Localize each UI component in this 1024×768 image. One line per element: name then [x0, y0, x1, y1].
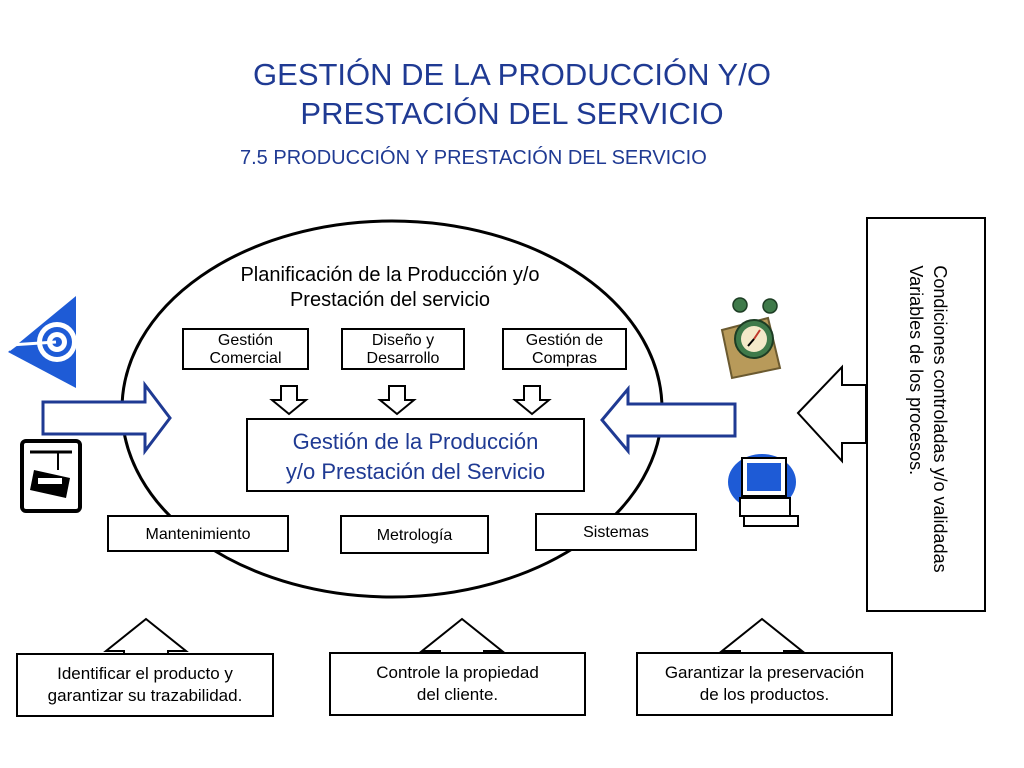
- bottom-box-propiedad-line1: Controle la propiedad: [376, 663, 539, 682]
- planning-heading-line2: Prestación del servicio: [289, 289, 491, 311]
- input-box-compras-line1: Gestión de: [525, 332, 604, 349]
- alarm-clock-icon: [720, 297, 782, 380]
- controlled-conditions-line1: Condiciones controladas y/o validadas: [930, 265, 950, 573]
- target-icon: [8, 296, 77, 388]
- up-arrow-3: [719, 617, 805, 656]
- left-input-arrow: [41, 380, 172, 456]
- input-box-diseno: Diseño y Desarrollo: [341, 328, 465, 370]
- bottom-box-trazabilidad-line1: Identificar el producto y: [57, 664, 233, 683]
- input-box-comercial-line2: Comercial: [209, 350, 282, 367]
- down-arrow-1: [269, 385, 309, 416]
- down-arrow-2: [377, 385, 417, 416]
- bottom-box-preservacion-line2: de los productos.: [699, 685, 830, 704]
- controlled-conditions-line2: Variables de los procesos.: [906, 265, 926, 476]
- up-arrow-1: [103, 617, 189, 656]
- production-management-line1: Gestión de la Producción: [292, 429, 539, 454]
- bottom-box-propiedad: Controle la propiedad del cliente.: [329, 652, 586, 716]
- bottom-box-trazabilidad: Identificar el producto y garantizar su …: [16, 653, 274, 717]
- page-title-line2: PRESTACIÓN DEL SERVICIO: [300, 96, 724, 131]
- support-box-mantenimiento: Mantenimiento: [107, 515, 289, 552]
- production-management-line2: y/o Prestación del Servicio: [285, 459, 546, 484]
- support-box-sistemas: Sistemas: [535, 513, 697, 551]
- page-subtitle: 7.5 PRODUCCIÓN Y PRESTACIÓN DEL SERVICIO: [240, 147, 707, 169]
- input-box-diseno-line2: Desarrollo: [366, 350, 440, 367]
- planning-heading: Planificación de la Producción y/o Prest…: [200, 263, 580, 313]
- input-box-diseno-line1: Diseño y: [371, 332, 435, 349]
- input-box-compras: Gestión de Compras: [502, 328, 627, 370]
- input-box-comercial-line1: Gestión: [217, 332, 274, 349]
- input-box-comercial: Gestión Comercial: [182, 328, 309, 370]
- page-title-line1: GESTIÓN DE LA PRODUCCIÓN Y/O: [253, 57, 771, 92]
- bottom-box-propiedad-line2: del cliente.: [416, 685, 499, 704]
- production-management-box: Gestión de la Producción y/o Prestación …: [246, 418, 585, 492]
- support-box-metrologia: Metrología: [340, 515, 489, 554]
- bottom-box-trazabilidad-line2: garantizar su trazabilidad.: [47, 686, 243, 705]
- planning-heading-line1: Planificación de la Producción y/o: [240, 264, 540, 286]
- crane-icon: [20, 439, 82, 513]
- down-arrow-3: [512, 385, 552, 416]
- computer-icon: [728, 454, 799, 527]
- bottom-box-preservacion-line1: Garantizar la preservación: [664, 663, 865, 682]
- panel-arrow: [796, 364, 867, 464]
- bottom-box-preservacion: Garantizar la preservación de los produc…: [636, 652, 893, 716]
- controlled-conditions-panel: Condiciones controladas y/o validadas Va…: [866, 217, 986, 612]
- up-arrow-2: [419, 617, 505, 656]
- controlled-conditions-text: Condiciones controladas y/o validadas Va…: [904, 265, 952, 572]
- input-box-compras-line2: Compras: [532, 350, 597, 367]
- right-input-arrow: [600, 384, 737, 456]
